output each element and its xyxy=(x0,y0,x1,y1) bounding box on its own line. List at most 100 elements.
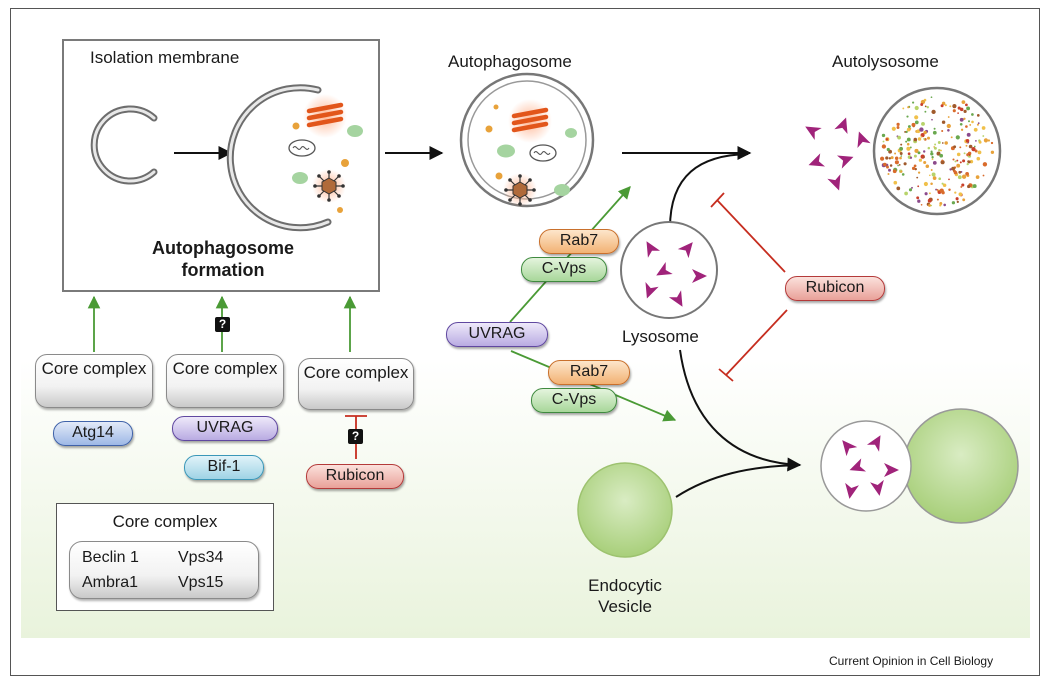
degradation-speckle xyxy=(956,200,959,204)
uvrag-pill: UVRAG xyxy=(172,416,278,441)
degradation-speckle xyxy=(941,159,944,162)
degradation-speckle xyxy=(899,152,903,155)
degradation-speckle xyxy=(883,162,887,167)
rubicon-inhibits-autolysosome xyxy=(716,199,786,273)
degradation-speckle xyxy=(967,160,970,163)
degradation-speckle xyxy=(905,140,908,143)
degradation-speckle xyxy=(922,156,925,159)
degradation-speckle xyxy=(941,101,946,106)
degradation-speckle xyxy=(906,137,911,142)
lysosome-label: Lysosome xyxy=(622,327,699,346)
rubicon-inhibits-endosome-fusion xyxy=(725,309,788,376)
isolation-membrane-label: Isolation membrane xyxy=(90,48,240,67)
degradation-speckle xyxy=(974,149,978,153)
figure-frame xyxy=(10,8,1040,676)
degradation-speckle xyxy=(946,123,951,129)
degradation-speckle xyxy=(949,168,952,171)
degradation-speckle xyxy=(897,135,901,140)
endocytic-fusion-path xyxy=(675,464,801,498)
degradation-speckle xyxy=(923,160,927,165)
degradation-speckle xyxy=(920,103,924,106)
degradation-speckle xyxy=(904,130,907,133)
degradation-speckle xyxy=(880,156,885,161)
degradation-speckle xyxy=(952,109,956,113)
degradation-speckle xyxy=(906,146,911,151)
degradation-speckle xyxy=(940,160,945,165)
degradation-speckle xyxy=(962,159,966,163)
degradation-speckle xyxy=(907,152,911,156)
degradation-speckle xyxy=(983,138,989,143)
degradation-speckle xyxy=(899,146,904,151)
degradation-speckle xyxy=(939,153,944,158)
degradation-speckle xyxy=(963,117,966,121)
degradation-speckle xyxy=(919,127,924,132)
degradation-speckle xyxy=(966,106,971,111)
degradation-speckle xyxy=(976,114,980,117)
degradation-speckle xyxy=(951,166,955,171)
cvps-pill-lower: C-Vps xyxy=(531,388,617,413)
degradation-speckle xyxy=(899,156,902,160)
degradation-speckle xyxy=(893,180,898,185)
degradation-speckle xyxy=(891,126,896,131)
degradation-speckle xyxy=(921,121,925,126)
credit-line: Current Opinion in Cell Biology xyxy=(829,654,994,668)
degradation-speckle xyxy=(965,125,968,128)
degradation-speckle xyxy=(977,122,980,125)
degradation-speckle xyxy=(925,164,930,169)
degradation-speckle xyxy=(920,135,923,138)
degradation-speckle xyxy=(889,164,893,167)
degradation-speckle xyxy=(930,150,933,153)
autophagosome-formation-label: Autophagosome formation xyxy=(152,238,294,280)
degradation-speckle xyxy=(971,113,974,116)
degradation-speckle xyxy=(887,172,890,176)
degradation-speckle xyxy=(931,109,936,115)
degradation-speckle xyxy=(973,127,978,132)
endocytic-vesicle-label: Endocytic Vesicle xyxy=(588,576,662,616)
degradation-speckle xyxy=(982,135,985,137)
degradation-speckle xyxy=(909,127,912,130)
lysosome-fusion-path xyxy=(669,153,749,229)
autolysosome-vesicle xyxy=(872,86,1002,216)
degradation-speckle xyxy=(934,143,937,146)
degradation-speckle xyxy=(917,171,921,174)
degradation-speckle xyxy=(911,122,916,127)
legend-pill: Beclin 1 Vps34 Ambra1 Vps15 xyxy=(69,541,259,599)
degradation-speckle xyxy=(956,152,961,157)
degradation-speckle xyxy=(928,174,931,177)
degradation-speckle xyxy=(987,139,991,142)
degradation-speckle xyxy=(930,204,933,207)
degradation-speckle xyxy=(952,104,957,109)
degradation-speckle xyxy=(916,196,920,200)
legend-beclin1: Beclin 1 xyxy=(82,549,139,566)
degradation-speckle xyxy=(914,148,919,153)
expanding-phagophore xyxy=(226,84,363,232)
degradation-speckle xyxy=(917,199,921,203)
degradation-speckle xyxy=(930,169,933,171)
degradation-speckle xyxy=(939,188,944,193)
degradation-speckle xyxy=(938,177,942,181)
degradation-speckle xyxy=(975,140,977,142)
degradation-speckle xyxy=(931,156,934,159)
degradation-speckle xyxy=(941,182,944,185)
degradation-speckle xyxy=(920,203,923,206)
formation-box xyxy=(62,39,380,292)
degradation-speckle xyxy=(900,170,903,173)
bif1-pill: Bif-1 xyxy=(184,455,264,480)
degradation-speckle xyxy=(907,125,911,129)
degradation-speckle xyxy=(958,192,963,197)
degradation-speckle xyxy=(894,156,899,161)
degradation-speckle xyxy=(951,201,956,205)
degradation-speckle xyxy=(936,189,939,191)
fused-lysosome-endosome xyxy=(820,408,1019,524)
degradation-speckle xyxy=(896,186,901,191)
degradation-speckle xyxy=(930,96,933,99)
degradation-speckle xyxy=(977,150,982,155)
degradation-speckle xyxy=(936,151,941,156)
degradation-speckle xyxy=(930,152,934,156)
degradation-speckle xyxy=(931,172,936,177)
core-complex-legend: Core complex Beclin 1 Vps34 Ambra1 Vps15 xyxy=(56,503,274,611)
rab7-pill-upper: Rab7 xyxy=(539,229,619,254)
degradation-speckle xyxy=(944,104,947,107)
degradation-speckle xyxy=(888,157,892,160)
degradation-speckle xyxy=(940,149,942,152)
